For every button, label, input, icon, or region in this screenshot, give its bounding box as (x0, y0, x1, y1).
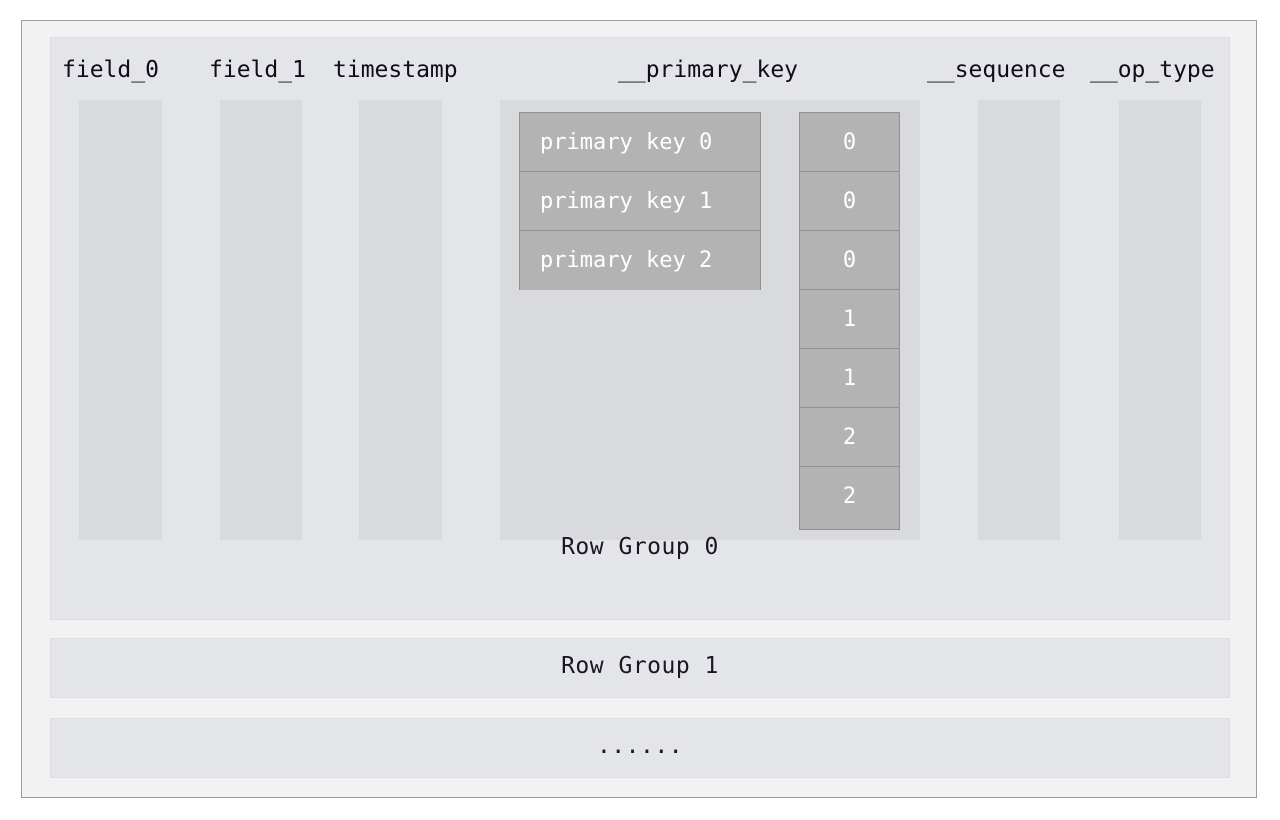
row-group-1-label: Row Group 1 (561, 653, 719, 679)
sequence-cell: 0 (800, 172, 899, 231)
column-header-field-0: field_0 (62, 57, 159, 83)
column-bar-op-type (1119, 100, 1201, 540)
sequence-cell: 1 (800, 290, 899, 349)
row-group-ellipsis-label: ...... (596, 733, 684, 759)
primary-key-cell: primary key 2 (520, 231, 760, 290)
column-header-field-1: field_1 (209, 57, 306, 83)
column-header-op-type: __op_type (1090, 57, 1215, 83)
row-group-1-container (50, 638, 1230, 698)
primary-key-cell-stack: primary key 0 primary key 1 primary key … (519, 112, 761, 290)
column-bar-field-1 (220, 100, 302, 540)
sequence-cell: 0 (800, 113, 899, 172)
sequence-cell-stack: 0 0 0 1 1 2 2 (799, 112, 900, 530)
column-bar-field-0 (79, 100, 162, 540)
primary-key-cell: primary key 0 (520, 113, 760, 172)
column-bar-timestamp (359, 100, 442, 540)
sequence-cell: 0 (800, 231, 899, 290)
column-header-sequence: __sequence (927, 57, 1066, 83)
sequence-cell: 1 (800, 349, 899, 408)
column-bar-sequence (978, 100, 1060, 540)
row-group-0-label: Row Group 0 (561, 534, 719, 560)
row-group-ellipsis-container (50, 718, 1230, 778)
primary-key-cell: primary key 1 (520, 172, 760, 231)
column-header-primary-key: __primary_key (618, 57, 799, 83)
sequence-cell: 2 (800, 408, 899, 467)
sequence-cell: 2 (800, 467, 899, 526)
column-header-timestamp: timestamp (333, 57, 458, 83)
